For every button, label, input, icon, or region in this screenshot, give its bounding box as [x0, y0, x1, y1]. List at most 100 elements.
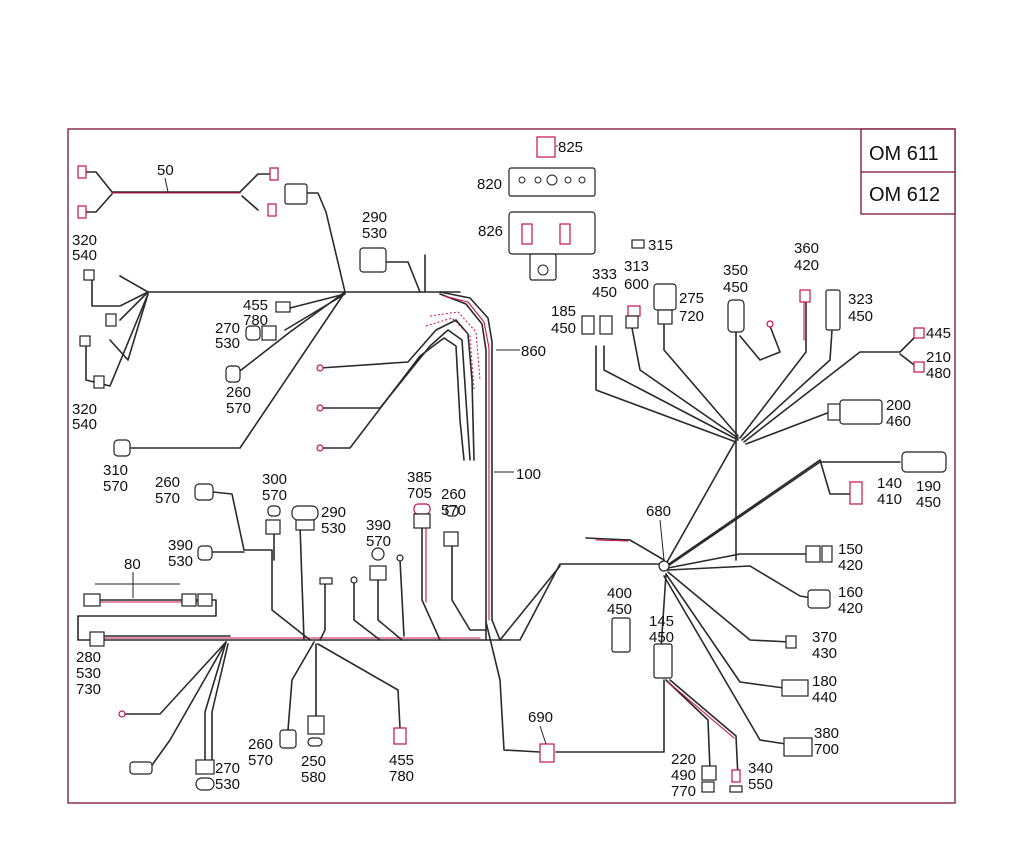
connector-80-a — [83, 593, 101, 607]
connector-290-top — [359, 247, 387, 273]
connector-350 — [727, 299, 745, 333]
connector-445 — [913, 327, 925, 339]
connector-360 — [799, 289, 811, 303]
diagram-frame — [67, 128, 956, 804]
connector-380 — [783, 737, 813, 757]
connector-455-b — [393, 727, 407, 745]
connector-323 — [825, 289, 841, 331]
connector-260-a — [225, 365, 241, 383]
connector-220 — [701, 765, 717, 781]
connector-210 — [913, 361, 925, 373]
connector-313 — [627, 305, 641, 317]
variant-om612: OM 612 — [869, 184, 940, 206]
connector-820 — [508, 167, 596, 197]
connector-400 — [611, 617, 631, 653]
leader-lines — [95, 145, 665, 745]
connector-270-b — [195, 759, 215, 775]
engine-variant-table: OM 611 OM 612 — [860, 128, 956, 215]
connector-200 — [839, 399, 883, 425]
connector-370 — [785, 635, 797, 649]
connector-825 — [536, 136, 556, 158]
callout-860: 860 — [521, 343, 546, 360]
connector-50-b — [77, 205, 87, 219]
callout-825: 825 — [558, 139, 583, 156]
callout-100: 100 — [516, 466, 541, 483]
connector-185 — [581, 315, 595, 335]
connector-315 — [631, 239, 645, 249]
connector-340 — [731, 769, 741, 783]
connector-390-a — [197, 545, 213, 561]
connector-385 — [413, 503, 431, 515]
callout-50: 50 — [157, 162, 174, 179]
connector-150 — [805, 545, 821, 563]
connector-180 — [781, 679, 809, 697]
connector-260-d — [279, 729, 297, 749]
connector-270-a — [245, 325, 261, 341]
harness-wires — [77, 171, 919, 779]
connector-310 — [113, 439, 131, 457]
callout-680: 680 — [646, 503, 671, 520]
callout-690: 690 — [528, 709, 553, 726]
connector-190 — [901, 451, 947, 473]
variant-om611: OM 611 — [869, 143, 939, 165]
connector-290-b — [291, 505, 319, 521]
callout-445: 445 — [926, 325, 951, 342]
connector-160 — [807, 589, 831, 609]
connector-390-b — [371, 547, 385, 561]
connector-140 — [849, 481, 863, 505]
connector-250 — [307, 715, 325, 735]
callout-826: 826 — [478, 223, 503, 240]
connector-260-c — [445, 505, 459, 517]
connector-455-a — [275, 301, 291, 313]
connector-145 — [653, 643, 673, 679]
connector-690 — [539, 743, 555, 763]
callout-80: 80 — [124, 556, 141, 573]
junction-680 — [658, 560, 670, 572]
callout-315: 315 — [648, 237, 673, 254]
connector-50-main — [284, 183, 308, 205]
connector-50-a — [77, 165, 87, 179]
connector-280 — [89, 631, 105, 647]
connector-300 — [267, 505, 281, 517]
connector-275 — [653, 283, 677, 311]
connector-80-b — [181, 593, 197, 607]
